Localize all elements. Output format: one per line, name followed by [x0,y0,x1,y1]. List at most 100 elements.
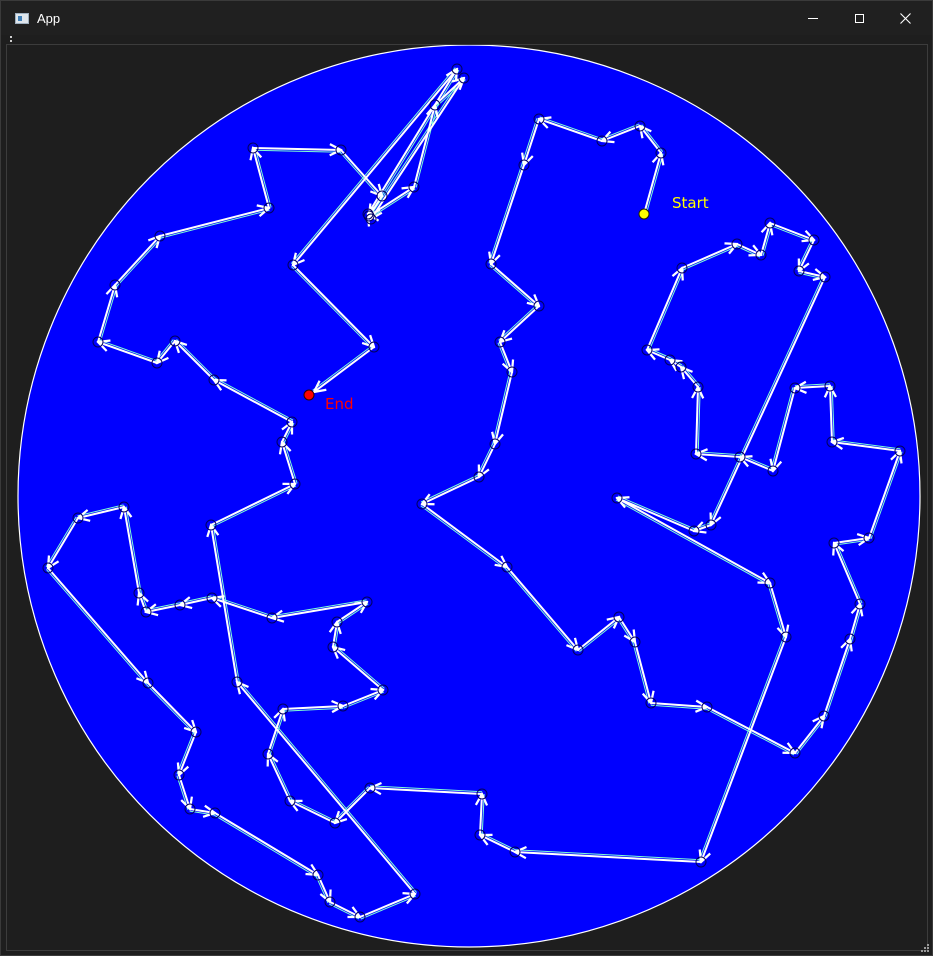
close-icon [899,12,911,24]
path-waypoint [596,135,608,147]
path-waypoint [854,598,866,610]
path-waypoint [154,230,166,242]
path-waypoint [690,448,702,460]
path-segment-shadow [617,495,696,530]
drawing-canvas[interactable]: Start End [6,44,928,951]
path-waypoint [655,147,667,159]
path-segment-arrow [696,387,698,455]
path-segment-arrow [237,682,416,895]
path-segment-arrow [694,525,712,531]
path-waypoint [324,896,336,908]
resize-grip-icon[interactable] [921,944,929,952]
path-segment-arrow [253,148,270,209]
path-waypoint [142,677,154,689]
path-segment-arrow [490,263,539,306]
maximize-button[interactable] [836,1,882,35]
path-waypoint [72,512,84,524]
path-segment-arrow [650,703,707,707]
menu-grip-icon[interactable] [9,35,13,43]
path-waypoint [533,300,545,312]
path-waypoint [755,249,767,261]
path-waypoint [205,519,217,531]
path-segment-arrow [178,774,190,809]
path-waypoint [262,748,274,760]
path-segment-arrow [124,507,140,594]
path-segment-arrow [370,788,483,794]
path-segment-shadow [160,209,270,239]
path-waypoint [289,478,301,490]
title-bar[interactable]: App [1,1,932,35]
path-segment-arrow [577,617,619,651]
path-segment-arrow [868,451,900,539]
path-waypoint [705,519,717,531]
path-segment-shadow [271,599,367,617]
close-button[interactable] [882,1,928,35]
path-segment-arrow [834,543,861,605]
path-waypoint [173,769,185,781]
window-title: App [37,11,61,26]
maximize-icon [854,13,864,23]
path-segment-arrow [773,387,796,471]
path-segment-arrow [210,484,295,526]
path-segment-arrow [252,148,341,150]
path-waypoint [793,265,805,277]
path-waypoint [429,99,441,111]
path-segment-arrow [413,105,435,188]
path-segment-shadow [214,377,294,421]
path-segment-arrow [159,208,269,237]
path-segment-arrow [329,901,360,917]
path-segment-arrow [643,153,661,215]
path-segment-arrow [189,809,215,813]
path-waypoint [364,782,376,794]
circular-field [17,45,921,948]
path-segment-shadow [238,680,418,893]
start-label: Start [672,194,709,212]
path-segment-arrow [342,690,383,707]
path-segment-arrow [333,622,337,648]
path-waypoint [368,341,380,353]
path-segment-shadow [825,639,853,717]
path-segment-layer [48,69,900,917]
path-waypoint [276,436,288,448]
path-waypoint [206,592,218,604]
path-waypoint [408,181,420,193]
path-segment-arrow [830,386,832,443]
path-waypoint [277,703,289,715]
path-segment-shadow [488,164,523,264]
path-segment-shadow [698,636,785,862]
path-segment-arrow [333,647,384,691]
path-waypoint [675,361,687,373]
path-segment-arrow [282,442,296,485]
path-waypoint [688,525,700,537]
path-segment-arrow [268,754,291,802]
path-segment-arrow [97,285,115,343]
path-segment-arrow [214,812,318,875]
path-waypoint [151,357,163,369]
minimize-button[interactable] [790,1,836,35]
path-node-layer [42,63,906,923]
path-waypoint [409,888,421,900]
path-waypoint [287,259,299,271]
path-waypoint [572,644,584,656]
path-segment-arrow [798,271,825,277]
end-label: End [325,395,354,413]
path-segment-shadow [252,149,341,153]
path-segment-arrow [272,601,368,618]
path-waypoint [506,366,518,378]
path-segment-arrow [47,567,148,683]
path-segment-shadow [368,76,463,219]
path-waypoint [140,606,152,618]
path-waypoint [337,700,349,712]
path-waypoint [664,354,676,366]
path-segment-shadow [515,849,702,861]
path-waypoint [789,747,801,759]
path-segment-arrow [421,503,507,567]
path-segment-arrow [681,367,699,388]
path-segment-arrow [293,68,458,265]
path-segment-shadow [504,568,577,652]
path-segment-arrow [823,639,850,717]
path-waypoint [284,795,296,807]
path-waypoint [312,869,324,881]
path-waypoint [695,856,707,868]
path-segment-shadow [125,506,142,593]
